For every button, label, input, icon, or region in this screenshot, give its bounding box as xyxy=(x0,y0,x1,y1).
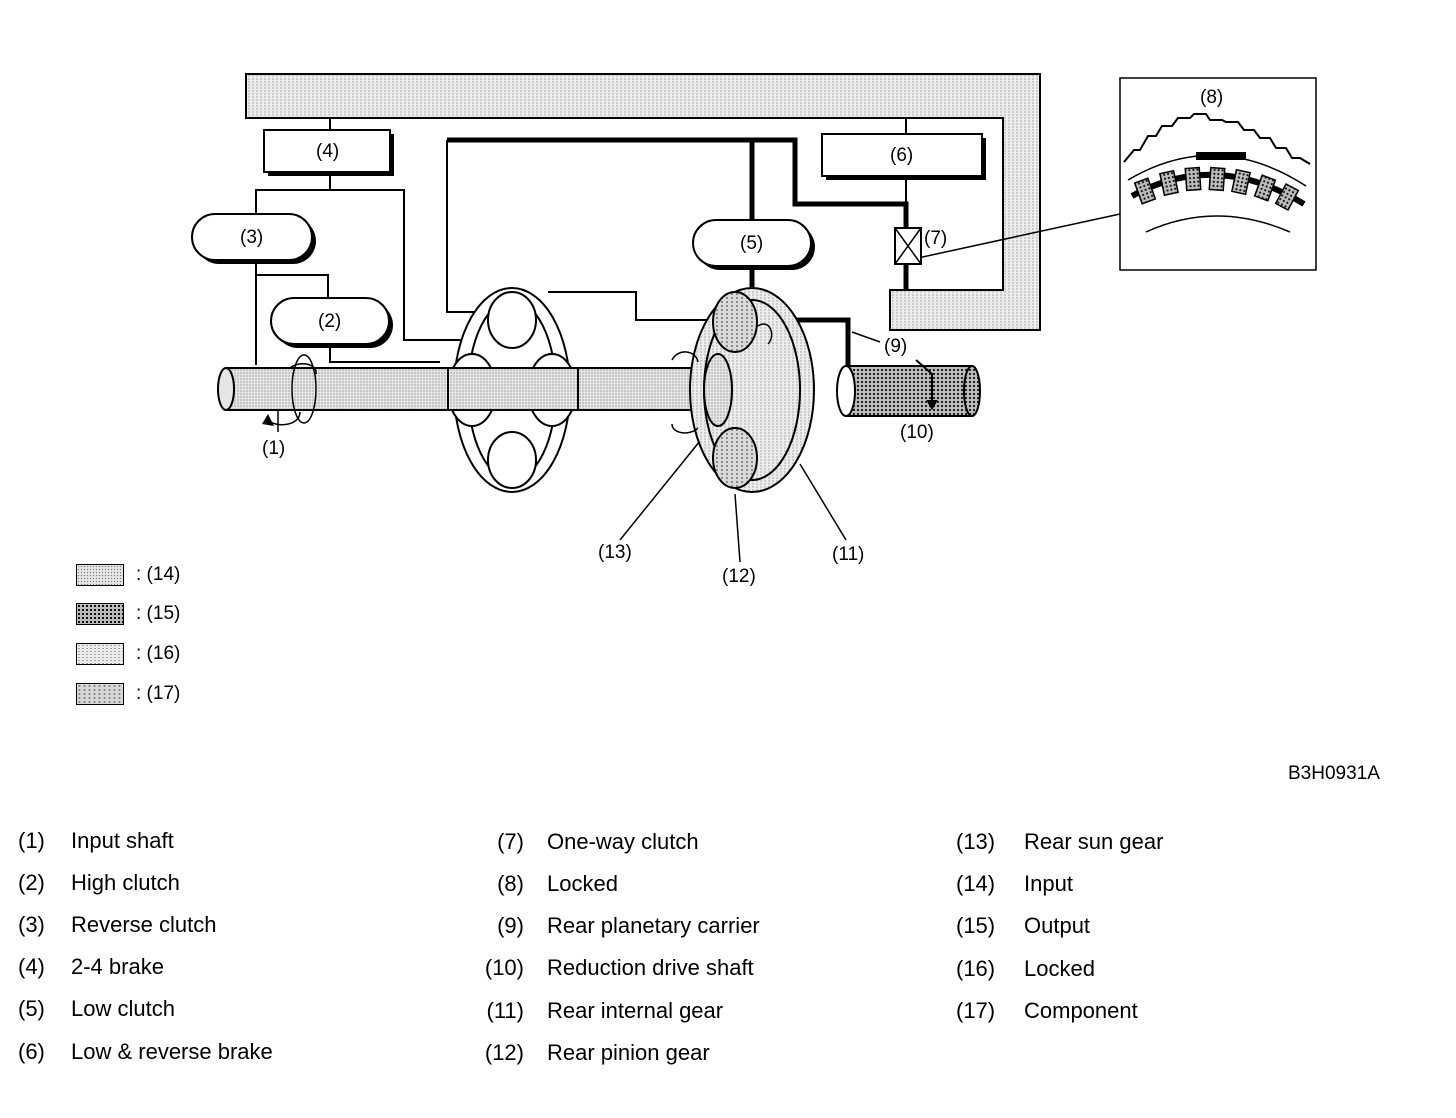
key-item: (15) Output xyxy=(956,913,1090,939)
callout-10: (10) xyxy=(900,422,934,443)
legend-label: : (14) xyxy=(136,564,181,585)
legend-swatch-input xyxy=(76,564,124,586)
legend-label: : (16) xyxy=(136,643,181,664)
rear-pinion-gear xyxy=(712,291,758,353)
key-item: (4) 2-4 brake xyxy=(18,954,164,980)
key-number: (7) xyxy=(497,829,524,854)
drawing-code: B3H0931A xyxy=(1288,763,1380,784)
legend-swatch-component xyxy=(76,683,124,705)
key-label: Input xyxy=(1024,871,1073,896)
rear-sun-gear xyxy=(703,353,733,427)
key-number: (13) xyxy=(956,829,996,854)
callout-1: (1) xyxy=(262,438,285,459)
key-label: 2-4 brake xyxy=(71,954,164,979)
key-label: Locked xyxy=(1024,956,1095,981)
key-item: (1) Input shaft xyxy=(18,828,174,854)
linkage-lines xyxy=(255,118,1121,563)
key-item: (5) Low clutch xyxy=(18,996,175,1022)
callout-4: (4) xyxy=(316,141,339,162)
key-number: (6) xyxy=(18,1039,45,1064)
key-item: (17) Component xyxy=(956,998,1138,1024)
callout-2: (2) xyxy=(318,311,341,332)
key-label: Reverse clutch xyxy=(71,912,217,937)
low-clutch xyxy=(692,219,815,270)
legend-output: : (15) xyxy=(76,601,180,627)
key-number: (3) xyxy=(18,912,45,937)
key-label: Reduction drive shaft xyxy=(547,955,754,980)
callout-7: (7) xyxy=(924,228,947,249)
key-item: (2) High clutch xyxy=(18,870,180,896)
key-number: (4) xyxy=(18,954,45,979)
key-item: (14) Input xyxy=(956,871,1073,897)
one-way-clutch xyxy=(894,227,922,265)
key-item: (13) Rear sun gear xyxy=(956,829,1163,855)
key-label: High clutch xyxy=(71,870,180,895)
key-number: (5) xyxy=(18,996,45,1021)
key-label: Low & reverse brake xyxy=(71,1039,273,1064)
transmission-power-flow-diagram: (1) (2) (3) (4) (5) (6) (7) (8) (9) (10)… xyxy=(191,73,1317,587)
legend-input: : (14) xyxy=(76,562,180,588)
legend-label: : (17) xyxy=(136,683,181,704)
legend-locked: : (16) xyxy=(76,641,180,667)
key-item: (3) Reverse clutch xyxy=(18,912,217,938)
key-label: Low clutch xyxy=(71,996,175,1021)
key-label: Rear internal gear xyxy=(547,998,724,1023)
one-way-clutch-detail-inset xyxy=(1119,77,1317,271)
transmission-case xyxy=(245,73,1041,331)
callout-8: (8) xyxy=(1200,87,1223,108)
key-number: (14) xyxy=(956,871,996,896)
key-number: (17) xyxy=(956,998,996,1023)
key-item: (6) Low & reverse brake xyxy=(18,1039,273,1065)
callout-3: (3) xyxy=(240,227,263,248)
key-label: Rear planetary carrier xyxy=(547,913,760,938)
key-label: One-way clutch xyxy=(547,829,699,854)
key-label: Component xyxy=(1024,998,1138,1023)
key-label: Rear pinion gear xyxy=(547,1040,710,1065)
key-number: (1) xyxy=(18,828,45,853)
legend-label: : (15) xyxy=(136,603,181,624)
key-number: (11) xyxy=(486,998,525,1023)
callout-13: (13) xyxy=(598,542,632,563)
callout-11: (11) xyxy=(832,544,864,565)
key-number: (15) xyxy=(956,913,996,938)
brake-2-4 xyxy=(263,129,394,176)
callout-6: (6) xyxy=(890,145,913,166)
high-clutch xyxy=(270,297,393,348)
rear-planetary-gearset xyxy=(671,287,815,493)
key-number: (10) xyxy=(484,955,524,980)
reduction-drive-shaft xyxy=(836,359,981,417)
key-label: Locked xyxy=(547,871,618,896)
key-number: (12) xyxy=(484,1040,524,1065)
key-number: (2) xyxy=(18,870,45,895)
legend-component: : (17) xyxy=(76,681,180,707)
key-number: (9) xyxy=(497,913,524,938)
callout-9: (9) xyxy=(884,336,907,357)
key-label: Input shaft xyxy=(71,828,174,853)
key-label: Output xyxy=(1024,913,1091,938)
front-planetary-gearset xyxy=(447,287,579,493)
low-reverse-brake xyxy=(821,133,986,180)
callout-5: (5) xyxy=(740,233,763,254)
key-number: (16) xyxy=(956,956,996,981)
key-number: (8) xyxy=(497,871,524,896)
key-label: Rear sun gear xyxy=(1024,829,1164,854)
key-item: (16) Locked xyxy=(956,956,1095,982)
callout-12: (12) xyxy=(722,566,756,587)
legend-swatch-locked xyxy=(76,643,124,665)
legend-swatch-output xyxy=(76,603,124,625)
reverse-clutch xyxy=(191,213,316,264)
